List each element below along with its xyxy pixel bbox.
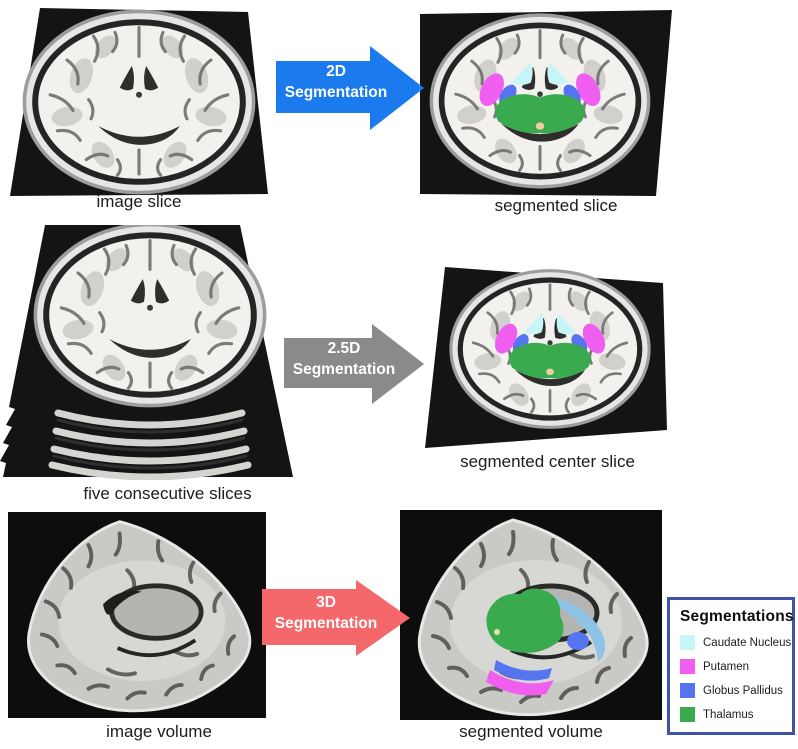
panel-segmented-volume — [400, 510, 662, 720]
segmented-volume-label: segmented volume — [459, 722, 603, 741]
image-volume-label: image volume — [106, 722, 212, 741]
legend-swatch-caudate — [680, 635, 695, 650]
segmented-center-slice-graphic — [425, 267, 667, 448]
image-slice-label: image slice — [96, 192, 182, 211]
legend-title: Segmentations — [680, 608, 794, 625]
segmented-volume-graphic — [400, 510, 662, 720]
arrow-2d-line2: Segmentation — [284, 84, 388, 101]
panel-image-slice — [10, 8, 268, 196]
legend-item-globus-pallidus: Globus Pallidus — [680, 683, 784, 698]
segmented-slice-label: segmented slice — [494, 196, 618, 215]
arrow-2-5d-line1: 2.5D — [327, 340, 361, 357]
panel-five-slices — [0, 225, 295, 480]
arrow-3d-line2: Segmentation — [274, 615, 378, 632]
panel-segmented-slice — [420, 4, 692, 196]
arrow-3d-text: 3D Segmentation — [258, 592, 394, 634]
arrow-2d — [276, 46, 424, 130]
legend: Segmentations Caudate Nucleus Putamen Gl… — [667, 597, 795, 735]
legend-label-putamen: Putamen — [703, 660, 750, 673]
five-slices-graphic — [0, 225, 293, 480]
arrow-2-5d-line2: Segmentation — [292, 361, 396, 378]
legend-item-caudate: Caudate Nucleus — [680, 635, 791, 650]
segmentation-overlay-2d — [479, 62, 601, 134]
segmentation-overlay-2-5d — [494, 313, 606, 379]
segmentation-overlay-3d — [486, 588, 606, 696]
arrow-3d-line1: 3D — [316, 594, 336, 611]
arrow-2-5d — [284, 324, 424, 404]
legend-item-putamen: Putamen — [680, 659, 784, 674]
arrow-3d — [262, 580, 410, 656]
segmented-center-slice-label: segmented center slice — [460, 452, 635, 471]
image-volume-graphic — [8, 512, 266, 718]
legend-label-caudate: Caudate Nucleus — [703, 636, 792, 649]
panel-image-volume — [8, 512, 266, 718]
legend-label-thalamus: Thalamus — [703, 708, 754, 721]
legend-swatch-thalamus — [680, 707, 695, 722]
five-slices-label: five consecutive slices — [83, 484, 252, 503]
slice-stack-edges — [48, 409, 252, 480]
legend-swatch-putamen — [680, 659, 695, 674]
legend-swatch-globus-pallidus — [680, 683, 695, 698]
arrow-2d-line1: 2D — [326, 63, 346, 80]
image-slice-graphic — [10, 8, 268, 196]
panel-segmented-center-slice — [420, 240, 675, 452]
arrow-2d-text: 2D Segmentation — [272, 61, 400, 103]
arrow-2-5d-text: 2.5D Segmentation — [280, 338, 408, 380]
legend-label-globus-pallidus: Globus Pallidus — [703, 684, 783, 697]
legend-item-thalamus: Thalamus — [680, 707, 784, 722]
segmented-slice-graphic — [420, 10, 672, 196]
